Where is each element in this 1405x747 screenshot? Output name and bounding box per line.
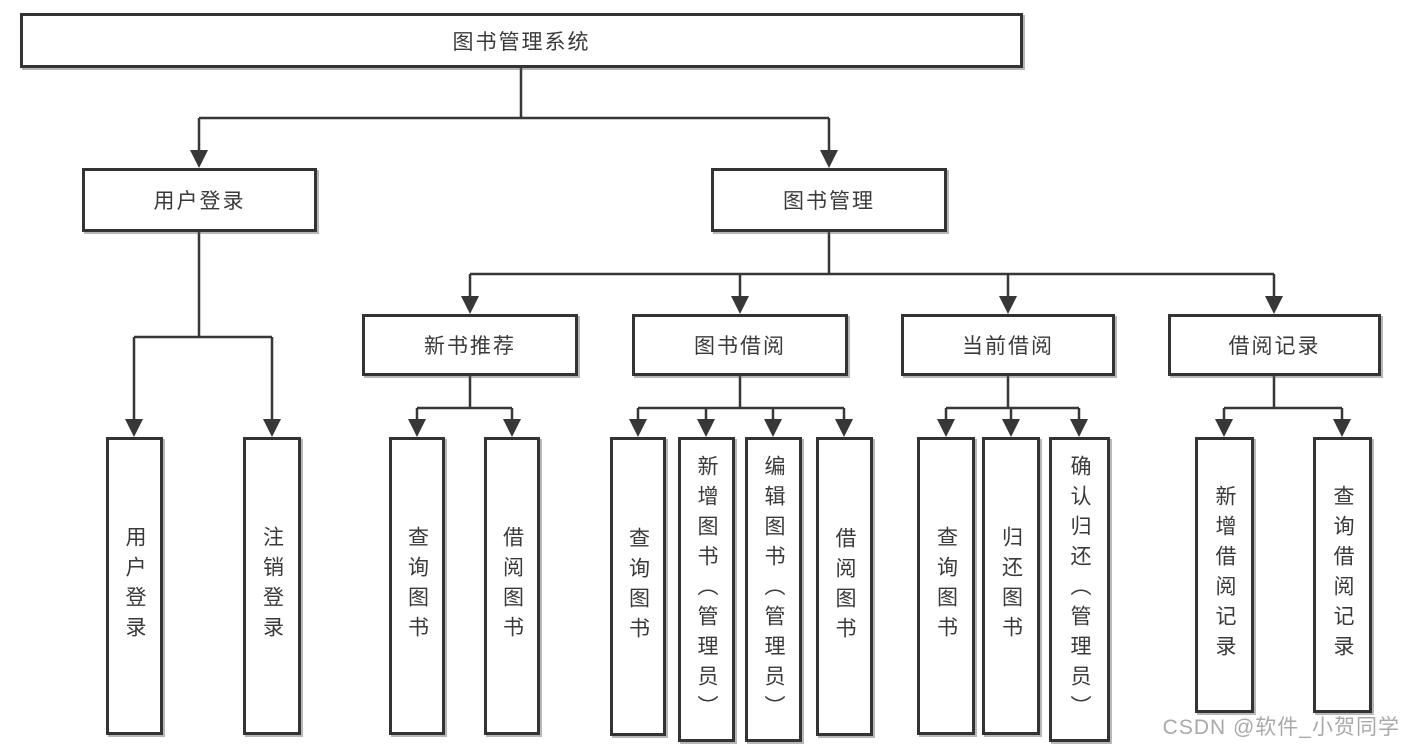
group-book-borrow: 图书借阅: [632, 314, 848, 376]
leaf-user-login: 用户登录: [106, 437, 163, 735]
leaf-query-books-current: 查询图书: [917, 437, 975, 735]
group-borrow-records: 借阅记录: [1168, 314, 1381, 376]
leaf-borrow-books: 借阅图书: [816, 437, 873, 736]
leaf-add-books-admin: 新增图书（管理员）: [678, 437, 735, 742]
csdn-watermark: CSDN @软件_小贺同学: [1162, 716, 1400, 739]
leaf-return-books: 归还图书: [982, 437, 1040, 735]
branch-book-management: 图书管理: [711, 168, 947, 232]
leaf-query-books-borrow: 查询图书: [610, 437, 666, 736]
leaf-edit-books-admin: 编辑图书（管理员）: [745, 437, 802, 742]
leaf-query-books-recommend: 查询图书: [389, 437, 445, 735]
leaf-query-borrow-record: 查询借阅记录: [1313, 437, 1372, 713]
root-node-library-system: 图书管理系统: [20, 13, 1023, 68]
branch-user-login: 用户登录: [82, 168, 317, 232]
leaf-confirm-return-admin: 确认归还（管理员）: [1049, 437, 1110, 742]
leaf-logout: 注销登录: [243, 437, 301, 735]
leaf-add-borrow-record: 新增借阅记录: [1195, 437, 1254, 713]
group-current-borrow: 当前借阅: [901, 314, 1115, 376]
leaf-borrow-books-recommend: 借阅图书: [484, 437, 540, 735]
group-new-book-recommend: 新书推荐: [362, 314, 578, 376]
